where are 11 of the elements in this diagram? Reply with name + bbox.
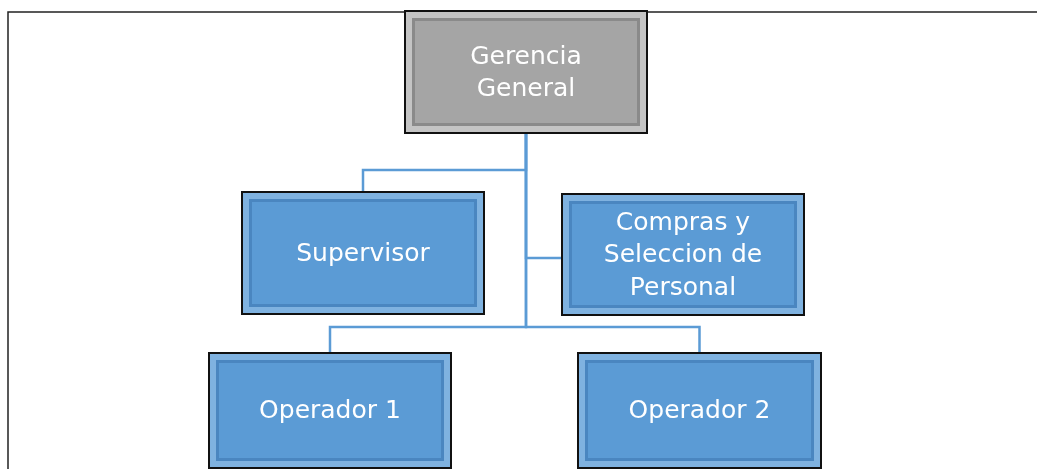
- department-box: [577, 352, 822, 469]
- box-label: Operador 1: [258, 394, 402, 427]
- box-label: Gerencia General: [469, 39, 583, 104]
- box-label: Operador 2: [627, 394, 772, 427]
- department-box: [241, 191, 485, 315]
- box-label: Supervisor: [295, 236, 431, 269]
- department-box: [208, 352, 452, 469]
- box-label: Compras y Seleccion de Personal: [602, 205, 764, 303]
- manager-box: [404, 10, 648, 134]
- connector-line: [524, 134, 701, 352]
- department-box: [561, 193, 805, 316]
